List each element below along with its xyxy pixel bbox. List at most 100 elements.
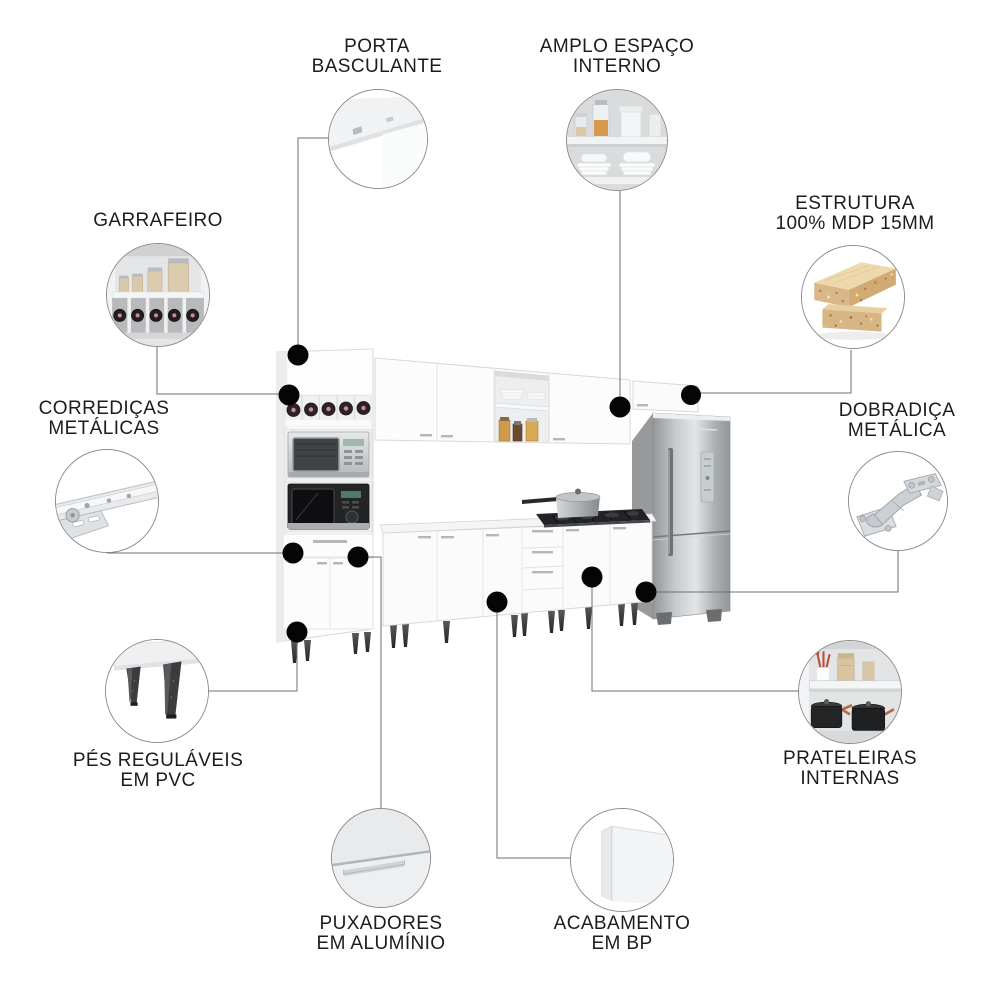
tall-cabinet-doors [282, 557, 374, 630]
fridge-brand-mark [694, 428, 718, 431]
label-line: GARRAFEIRO [93, 210, 223, 231]
label-dobradica: DOBRADIÇA METÁLICA [777, 401, 1000, 441]
fridge-freezer-divider [652, 530, 731, 538]
label-line: INTERNAS [800, 768, 900, 789]
connector-acabamento [496, 602, 570, 859]
metal-slide [56, 479, 158, 540]
label-corredicas: CORREDIÇAS METÁLICAS [0, 399, 224, 439]
adjustable-feet-illustration [106, 640, 208, 742]
dot-prateleiras [581, 566, 603, 588]
connector-dobradica [646, 551, 899, 593]
aluminum-handle-illustration [332, 809, 430, 907]
label-line: EM BP [591, 933, 653, 954]
hinge-illustration [849, 452, 947, 550]
base-door-handle [441, 536, 454, 539]
bubble-estrutura [801, 245, 905, 349]
dot-acabamento [486, 591, 508, 613]
label-acabamento: ACABAMENTO EM BP [502, 914, 742, 954]
base-door-handle [566, 529, 579, 532]
label-pes: PÉS REGULÁVEIS EM PVC [38, 751, 278, 791]
cooking-pot [522, 488, 601, 518]
dot-porta-basculante [287, 344, 309, 366]
wine-rack [284, 394, 372, 427]
dot-estrutura [681, 385, 701, 405]
dot-dobradica [635, 581, 657, 603]
base-door-handle [486, 534, 499, 537]
connector-pes [209, 632, 298, 692]
upper-door-handle [441, 435, 453, 438]
label-line: 100% MDP 15MM [775, 213, 935, 234]
shelf-canisters [837, 653, 875, 682]
label-line: INTERNO [572, 56, 662, 77]
fridge-display-panel [700, 451, 715, 503]
label-garrafeiro: GARRAFEIRO [38, 211, 278, 231]
dot-puxadores [347, 546, 369, 568]
label-line: AMPLO ESPAÇO [539, 36, 695, 57]
pantry-jars [498, 417, 539, 442]
label-prateleiras: PRATELEIRAS INTERNAS [730, 749, 970, 789]
connector-prateleiras [591, 577, 798, 692]
connector-porta-basculante [297, 137, 328, 355]
label-line: PUXADORES [319, 913, 443, 934]
internal-shelves-illustration [799, 641, 901, 743]
label-estrutura: ESTRUTURA 100% MDP 15MM [735, 194, 975, 234]
black-pots [810, 699, 895, 732]
bp-finish-illustration [571, 809, 673, 911]
rack-dividers [127, 298, 187, 333]
flap-door-illustration [329, 90, 427, 188]
upper-door-handle [420, 434, 432, 437]
upper-cabinets [374, 357, 699, 445]
label-line: METÁLICAS [48, 418, 160, 439]
dot-garrafeiro [278, 384, 300, 406]
connector-estrutura [691, 350, 852, 394]
drawer-stack [521, 530, 564, 591]
label-line: PÉS REGULÁVEIS [72, 750, 244, 771]
label-line: EM ALUMÍNIO [316, 933, 446, 954]
label-line: METÁLICA [847, 420, 947, 441]
dot-amplo-espaco [609, 396, 631, 418]
open-shelf-niche [494, 370, 550, 444]
base-cabinet-legs [390, 603, 638, 648]
stacked-plates [500, 389, 546, 400]
cabinet-above-fridge [632, 380, 699, 413]
tall-cabinet [276, 348, 374, 663]
label-line: EM PVC [120, 770, 196, 791]
label-line: ESTRUTURA [795, 193, 915, 214]
dot-pes [286, 621, 308, 643]
base-door-handle [613, 527, 626, 530]
label-puxadores: PUXADORES EM ALUMÍNIO [261, 914, 501, 954]
bubble-pes [105, 639, 209, 743]
bubble-acabamento [570, 808, 674, 912]
label-line: CORREDIÇAS [38, 398, 170, 419]
dot-corredicas [282, 542, 304, 564]
microwave-silver [283, 428, 373, 480]
bottle-rack-illustration [107, 244, 209, 346]
rack-bottles [113, 308, 200, 322]
wine-bottles [286, 401, 371, 417]
connector-garrafeiro [156, 347, 289, 395]
bubble-porta-basculante [328, 89, 428, 189]
bubble-dobradica [848, 451, 948, 551]
upper-door-handle [553, 438, 565, 441]
fridge-foot [656, 612, 672, 625]
mdp-board-illustration [802, 246, 904, 348]
label-porta-basculante: PORTA BASCULANTE [257, 37, 497, 77]
fridge-foot [706, 609, 722, 622]
base-cabinets [379, 488, 657, 648]
particle-speckles [819, 273, 893, 327]
tall-cabinet-legs [291, 632, 371, 663]
label-line: BASCULANTE [311, 56, 443, 77]
canisters [118, 258, 189, 293]
anchor-dots [278, 344, 701, 643]
bubble-prateleiras [798, 640, 902, 744]
label-line: ACABAMENTO [553, 913, 691, 934]
cabinet-interior-illustration [567, 90, 667, 190]
label-line: PRATELEIRAS [783, 748, 917, 769]
base-door-handle [418, 536, 431, 539]
label-amplo-espaco: AMPLO ESPAÇO INTERNO [497, 37, 737, 77]
bubble-amplo-espaco [566, 89, 668, 191]
label-line: PORTA [344, 36, 410, 57]
bubble-corredicas [55, 449, 159, 553]
